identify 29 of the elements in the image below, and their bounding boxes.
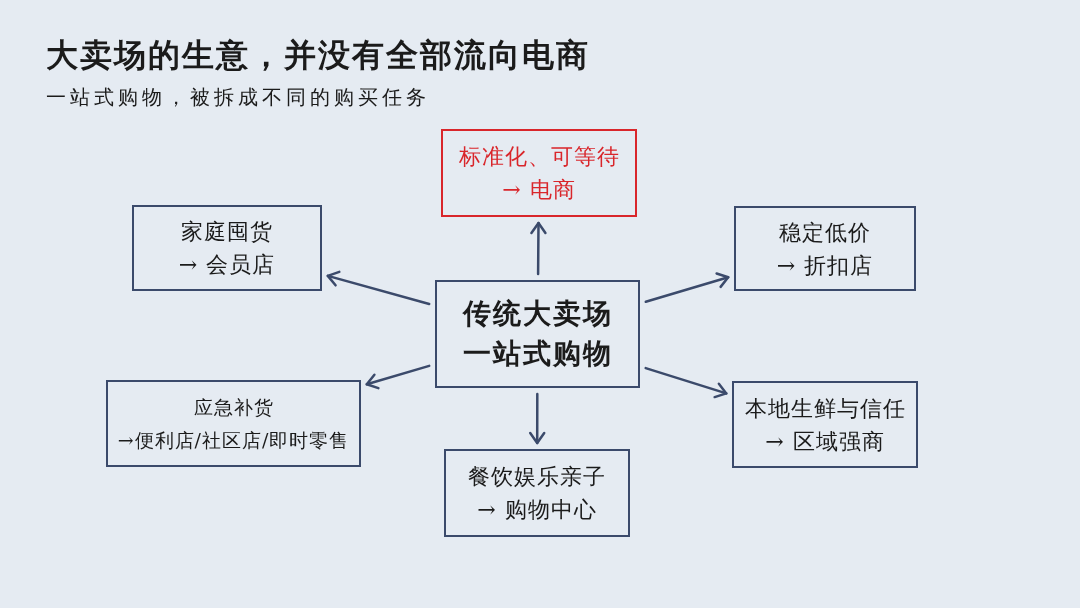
box-text: 稳定低价 (779, 218, 871, 247)
process-box (732, 381, 918, 468)
process-box (106, 380, 361, 467)
process-box (734, 206, 916, 291)
arrow (528, 392, 546, 445)
process-box (132, 205, 322, 291)
process-box (441, 129, 637, 217)
title: 大卖场的生意，并没有全部流向电商 (46, 35, 590, 76)
subtitle: 一站式购物，被拆成不同的购买任务 (46, 84, 430, 111)
arrow (326, 270, 431, 306)
box-text: 标准化、可等待 (458, 143, 620, 171)
box-text: → 区域强商 (765, 427, 885, 456)
box-text: 一站式购物 (462, 336, 613, 372)
box-text: 应急补货 (193, 394, 274, 420)
box-text: 餐饮娱乐亲子 (468, 463, 606, 491)
box-text: 家庭囤货 (181, 218, 273, 246)
process-box (444, 449, 630, 537)
box-text: → 会员店 (178, 251, 276, 279)
box-text: →便利店/社区店/即时零售 (117, 427, 350, 453)
box-text: → 购物中心 (477, 496, 597, 524)
box-text: → 电商 (502, 176, 576, 204)
process-box (435, 280, 640, 388)
arrow (530, 221, 547, 276)
arrow (365, 364, 431, 390)
arrow (644, 272, 730, 304)
arrow (644, 366, 728, 399)
box-text: 本地生鲜与信任 (744, 394, 906, 423)
box-text: 传统大卖场 (462, 296, 613, 332)
box-text: → 折扣店 (776, 251, 874, 280)
